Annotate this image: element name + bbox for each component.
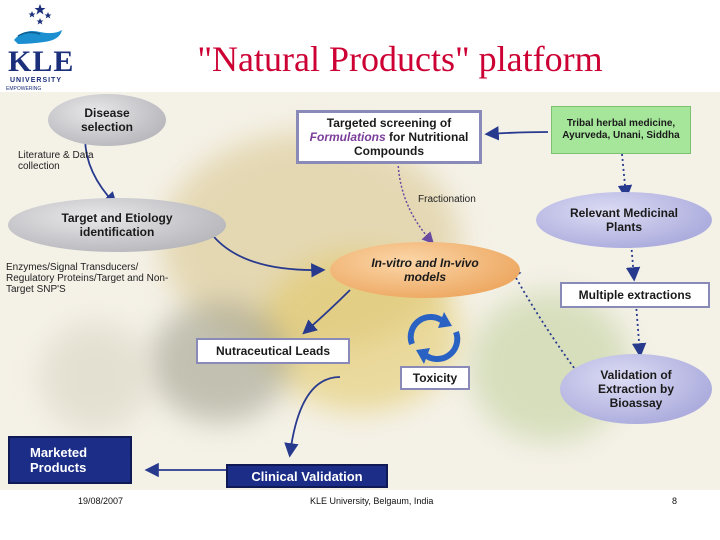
- targeted-screening-text: Targeted screening of Formulations for N…: [304, 116, 474, 158]
- validation-label: Validation of Extraction by Bioassay: [597, 368, 675, 410]
- tribal-medicine-label: Tribal herbal medicine, Ayurveda, Unani,…: [562, 118, 680, 141]
- clinical-validation-node: Clinical Validation: [226, 464, 388, 488]
- targeted-screening-pre: Targeted screening of: [326, 116, 452, 130]
- literature-label: Literature & Data collection: [18, 150, 94, 172]
- logo-name: KLE: [8, 45, 75, 78]
- logo-university: UNIVERSITY: [10, 77, 63, 84]
- refresh-cycle-icon: [407, 312, 461, 364]
- slide-title: "Natural Products" platform: [197, 39, 603, 79]
- target-etiology-label: Target and Etiology identification: [61, 211, 173, 239]
- enzymes-label: Enzymes/Signal Transducers/ Regulatory P…: [6, 262, 169, 295]
- multiple-extractions-node: Multiple extractions: [560, 282, 710, 308]
- disease-selection-node: Disease selection: [48, 94, 166, 146]
- toxicity-label: Toxicity: [412, 371, 458, 385]
- toxicity-node: Toxicity: [400, 366, 470, 390]
- fractionation-label: Fractionation: [418, 194, 476, 205]
- invitro-models-label: In-vitro and In-vivo models: [371, 256, 479, 284]
- hand-star-icon: [14, 4, 62, 44]
- targeted-screening-node: Targeted screening of Formulations for N…: [296, 110, 482, 164]
- tribal-medicine-node: Tribal herbal medicine, Ayurveda, Unani,…: [551, 106, 691, 154]
- validation-node: Validation of Extraction by Bioassay: [560, 354, 712, 424]
- footer-page-number: 8: [672, 496, 678, 506]
- marketed-products-node: Marketed Products: [8, 436, 132, 484]
- footer-center: KLE University, Belgaum, India: [310, 496, 434, 506]
- targeted-screening-formulations: Formulations: [309, 130, 386, 144]
- multiple-extractions-label: Multiple extractions: [578, 288, 692, 302]
- targeted-screening-post: for Nutritional Compounds: [354, 130, 469, 158]
- marketed-products-label: Marketed Products: [30, 445, 88, 475]
- kle-logo: KLE UNIVERSITY EMPOWERING PROFESSIONALS: [4, 2, 75, 98]
- flow-arrows: [84, 126, 647, 478]
- nutraceutical-leads-label: Nutraceutical Leads: [215, 344, 331, 358]
- invitro-models-node: In-vitro and In-vivo models: [330, 242, 520, 298]
- target-etiology-node: Target and Etiology identification: [8, 198, 226, 252]
- disease-selection-label: Disease selection: [80, 106, 134, 134]
- relevant-plants-label: Relevant Medicinal Plants: [569, 206, 679, 234]
- relevant-plants-node: Relevant Medicinal Plants: [536, 192, 712, 248]
- background-image: [40, 322, 150, 432]
- nutraceutical-leads-node: Nutraceutical Leads: [196, 338, 350, 364]
- footer-date: 19/08/2007: [78, 496, 124, 506]
- diagram-canvas: Disease selection Literature & Data coll…: [0, 92, 720, 490]
- clinical-validation-label: Clinical Validation: [251, 468, 363, 484]
